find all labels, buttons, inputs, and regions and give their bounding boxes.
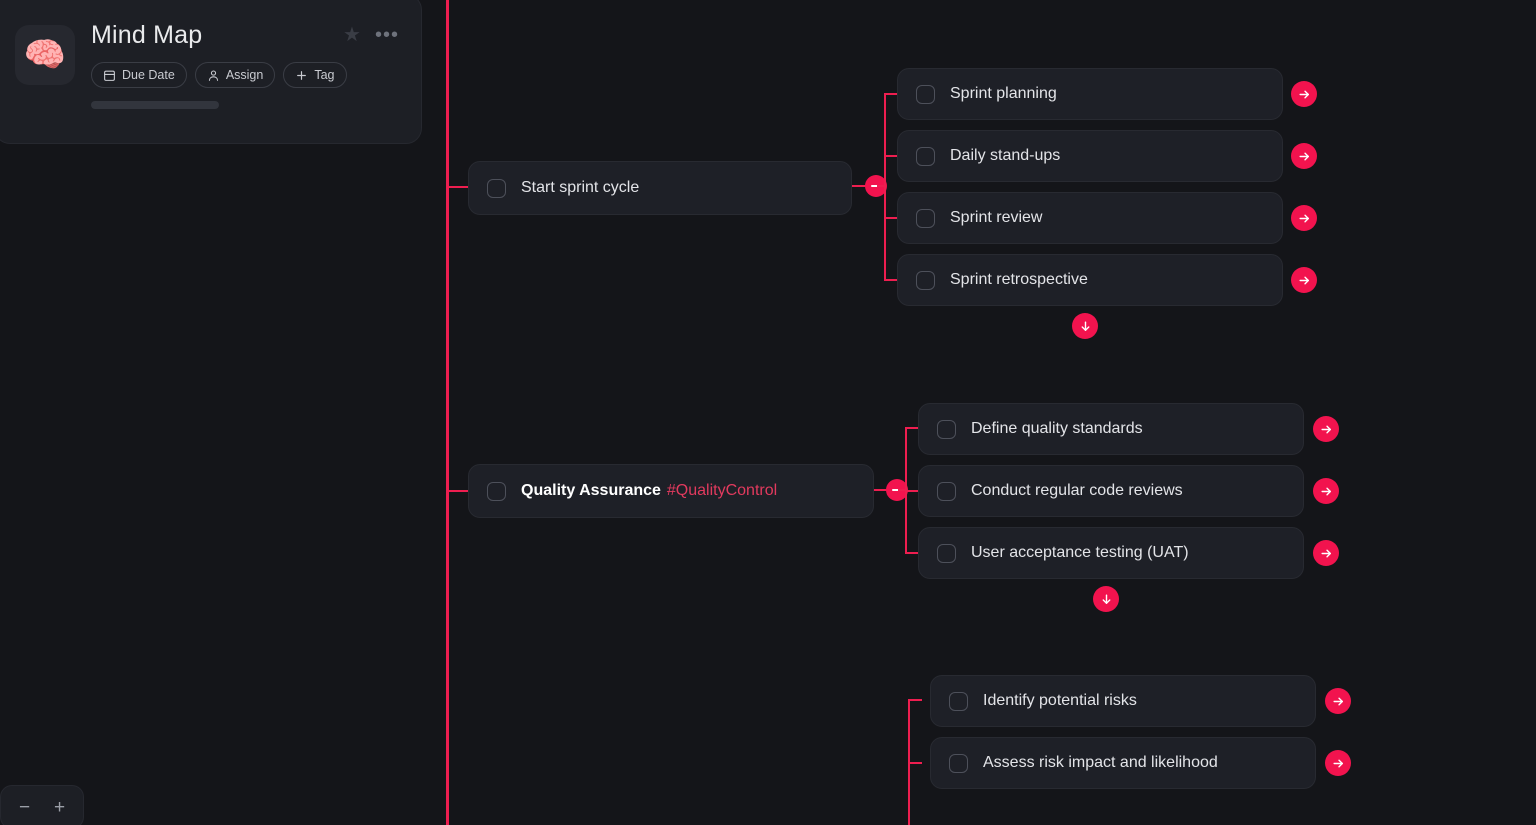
root-spine-connector (446, 0, 449, 825)
node-assess-risk-impact[interactable]: Assess risk impact and likelihood (930, 737, 1316, 789)
node-sprint-retrospective[interactable]: Sprint retrospective (897, 254, 1283, 306)
arrow-right-icon (1298, 152, 1309, 160)
plus-icon (297, 70, 307, 80)
arrow-right-icon (1320, 549, 1331, 557)
due-date-label: Due Date (122, 68, 175, 82)
due-date-button[interactable]: Due Date (91, 62, 187, 88)
arrow-down-icon (1081, 320, 1089, 331)
node-checkbox[interactable] (916, 84, 935, 104)
node-checkbox[interactable] (937, 481, 956, 501)
node-checkbox[interactable] (487, 178, 506, 198)
more-options-icon[interactable]: ••• (374, 24, 399, 46)
arrow-down-icon (1102, 593, 1110, 604)
branch-1-child-stub-4 (884, 279, 898, 281)
brain-icon: 🧠 (15, 25, 75, 85)
node-checkbox[interactable] (916, 146, 935, 166)
node-checkbox[interactable] (949, 753, 968, 773)
node-checkbox[interactable] (916, 270, 935, 290)
arrow-right-icon (1298, 276, 1309, 284)
add-sibling-button-branch-2[interactable] (1093, 586, 1119, 612)
node-conduct-regular-code-reviews[interactable]: Conduct regular code reviews (918, 465, 1304, 517)
open-node-button-conduct-regular-code-reviews[interactable] (1313, 478, 1339, 504)
zoom-in-button[interactable]: + (46, 796, 73, 819)
node-label: Sprint planning (950, 85, 1057, 102)
collapse-button-branch-2[interactable] (886, 479, 908, 501)
node-sprint-planning[interactable]: Sprint planning (897, 68, 1283, 120)
collapse-minus-icon (892, 489, 902, 491)
branch-2-child-stub-2 (905, 490, 919, 492)
open-node-button-user-acceptance-testing[interactable] (1313, 540, 1339, 566)
branch-1-child-stub-3 (884, 217, 898, 219)
node-daily-stand-ups[interactable]: Daily stand-ups (897, 130, 1283, 182)
open-node-button-daily-stand-ups[interactable] (1291, 143, 1317, 169)
node-label: Daily stand-ups (950, 147, 1061, 164)
branch-1-child-stub-1 (884, 93, 898, 95)
arrow-right-icon (1320, 425, 1331, 433)
branch-3-child-stub-2 (908, 762, 922, 764)
assign-button[interactable]: Assign (194, 62, 276, 88)
branch-1-child-stub-2 (884, 155, 898, 157)
branch-2-collapse-link (874, 489, 887, 491)
node-label: Assess risk impact and likelihood (983, 754, 1218, 771)
node-label: Conduct regular code reviews (971, 482, 1183, 499)
open-node-button-define-quality-standards[interactable] (1313, 416, 1339, 442)
branch-1-spine-stub (448, 186, 470, 188)
node-identify-potential-risks[interactable]: Identify potential risks (930, 675, 1316, 727)
arrow-right-icon (1332, 759, 1343, 767)
branch-1-child-bus (884, 94, 886, 280)
node-user-acceptance-testing[interactable]: User acceptance testing (UAT) (918, 527, 1304, 579)
branch-1-collapse-link (852, 185, 866, 187)
tag-label: Tag (314, 68, 335, 82)
tag-button[interactable]: Tag (283, 62, 347, 88)
node-checkbox[interactable] (937, 543, 956, 563)
open-node-button-sprint-retrospective[interactable] (1291, 267, 1317, 293)
collapse-minus-icon (871, 185, 881, 187)
star-icon[interactable]: ★ (343, 24, 361, 46)
branch-2-child-stub-1 (905, 427, 919, 429)
node-label: Start sprint cycle (521, 179, 640, 196)
calendar-icon (104, 70, 115, 81)
arrow-right-icon (1298, 214, 1309, 222)
mind-map-header-card: 🧠 Mind Map ★ ••• Due Date (0, 0, 422, 144)
zoom-out-button[interactable]: − (11, 796, 38, 819)
zoom-controls: − + (0, 785, 84, 825)
node-checkbox[interactable] (949, 691, 968, 711)
node-tag: #QualityControl (666, 482, 778, 499)
node-checkbox[interactable] (937, 419, 956, 439)
node-checkbox[interactable] (916, 208, 935, 228)
open-node-button-sprint-review[interactable] (1291, 205, 1317, 231)
progress-bar (91, 101, 219, 109)
node-define-quality-standards[interactable]: Define quality standards (918, 403, 1304, 455)
open-node-button-assess-risk-impact[interactable] (1325, 750, 1351, 776)
person-icon (208, 69, 218, 81)
branch-2-bus-link (898, 489, 907, 491)
node-sprint-review[interactable]: Sprint review (897, 192, 1283, 244)
arrow-right-icon (1332, 697, 1343, 705)
branch-3-child-stub-1 (908, 699, 922, 701)
assign-label: Assign (225, 68, 264, 82)
branch-1-bus-link (877, 185, 886, 187)
arrow-right-icon (1320, 487, 1331, 495)
page-title: Mind Map (91, 21, 203, 49)
collapse-button-branch-1[interactable] (865, 175, 887, 197)
node-start-sprint-cycle[interactable]: Start sprint cycle (468, 161, 852, 215)
node-label: Quality Assurance (521, 482, 661, 499)
node-quality-assurance[interactable]: Quality Assurance #QualityControl (468, 464, 874, 518)
arrow-right-icon (1298, 90, 1309, 98)
open-node-button-identify-potential-risks[interactable] (1325, 688, 1351, 714)
add-sibling-button-branch-1[interactable] (1072, 313, 1098, 339)
open-node-button-sprint-planning[interactable] (1291, 81, 1317, 107)
branch-2-child-stub-3 (905, 552, 919, 554)
node-label: Sprint review (950, 209, 1043, 226)
node-checkbox[interactable] (487, 481, 506, 501)
branch-2-spine-stub (448, 490, 470, 492)
node-label: Define quality standards (971, 420, 1143, 437)
node-label: User acceptance testing (UAT) (971, 544, 1189, 561)
node-label: Sprint retrospective (950, 271, 1088, 288)
node-label: Identify potential risks (983, 692, 1137, 709)
